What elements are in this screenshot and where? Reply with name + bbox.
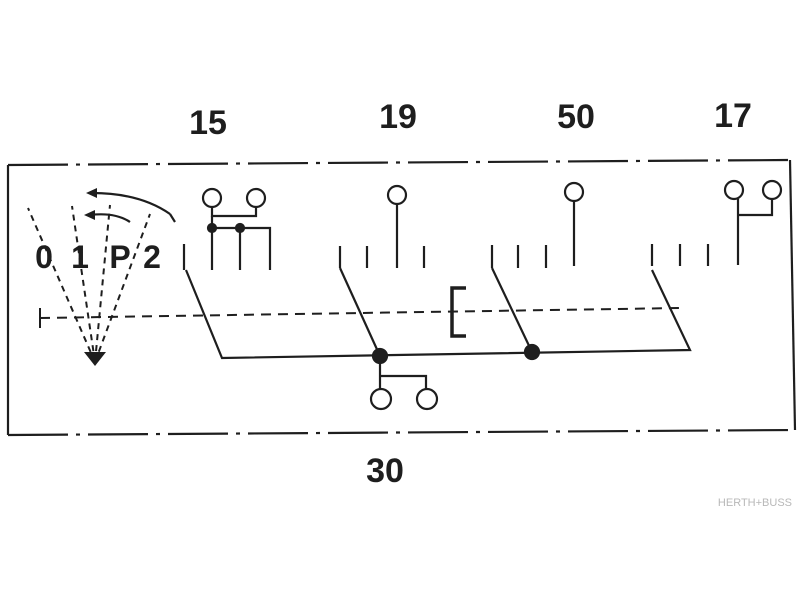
arrow-left-icon <box>84 210 95 220</box>
terminal-19-pin <box>386 184 408 206</box>
junction-dot <box>206 222 218 234</box>
rotation-arc-outer <box>91 191 171 215</box>
terminal-15-pin-a <box>201 187 223 209</box>
watermark-logo: HERTH+BUSS <box>718 497 792 509</box>
terminal-17-bridge <box>738 199 774 217</box>
terminal-30-pin-a <box>369 387 393 411</box>
position-ray-1 <box>71 205 96 363</box>
terminal-17-pin-a <box>723 179 745 201</box>
terminal-label-15: 15 <box>189 104 227 142</box>
terminal-label-30: 30 <box>366 452 404 490</box>
mechanical-link-line <box>39 307 681 319</box>
junction-dot <box>234 222 246 234</box>
position-label-1: 1 <box>71 239 89 275</box>
terminal-50-pin <box>563 181 585 203</box>
terminal-label-17: 17 <box>714 97 752 135</box>
contact-group-50 <box>490 181 585 268</box>
contact-group-17 <box>650 179 783 266</box>
contact-group-15 <box>182 187 272 270</box>
mechanical-link-bracket <box>450 286 466 338</box>
housing-top-edge <box>7 158 791 167</box>
mechanical-link <box>39 286 681 338</box>
rotation-arcs <box>89 191 176 223</box>
rotation-arc-inner <box>89 213 131 223</box>
rotation-arc-end <box>169 213 176 223</box>
terminal-17-pin-b <box>761 179 783 201</box>
terminal-label-19: 19 <box>379 98 417 136</box>
housing-outline <box>6 158 797 437</box>
position-label-p: P <box>109 239 130 275</box>
position-ray-p <box>94 204 111 363</box>
terminal-30-connection <box>369 356 439 411</box>
pivot-arrow-icon <box>84 352 106 366</box>
position-ray-0 <box>27 207 96 363</box>
switch-arm-50 <box>491 267 533 353</box>
position-rays <box>27 204 151 363</box>
junction-dot <box>523 343 541 361</box>
contact-group-19 <box>338 184 426 268</box>
terminal-15-bridge <box>210 207 258 218</box>
switch-arm-19 <box>338 267 382 357</box>
terminal-30-pin-b <box>415 387 439 411</box>
terminal-label-50: 50 <box>557 98 595 136</box>
position-label-2: 2 <box>143 239 161 275</box>
position-selector: 0 1 P 2 <box>27 188 176 366</box>
housing-bottom-edge <box>7 428 796 437</box>
housing-right-edge <box>788 159 797 431</box>
contact-bridge <box>184 267 692 365</box>
position-ray-2 <box>94 213 151 363</box>
terminal-30-bridge <box>380 374 428 390</box>
position-label-0: 0 <box>35 239 53 275</box>
arrow-left-icon <box>86 188 97 198</box>
terminal-15-pin-b <box>245 187 267 209</box>
common-bus-bar <box>184 269 692 360</box>
